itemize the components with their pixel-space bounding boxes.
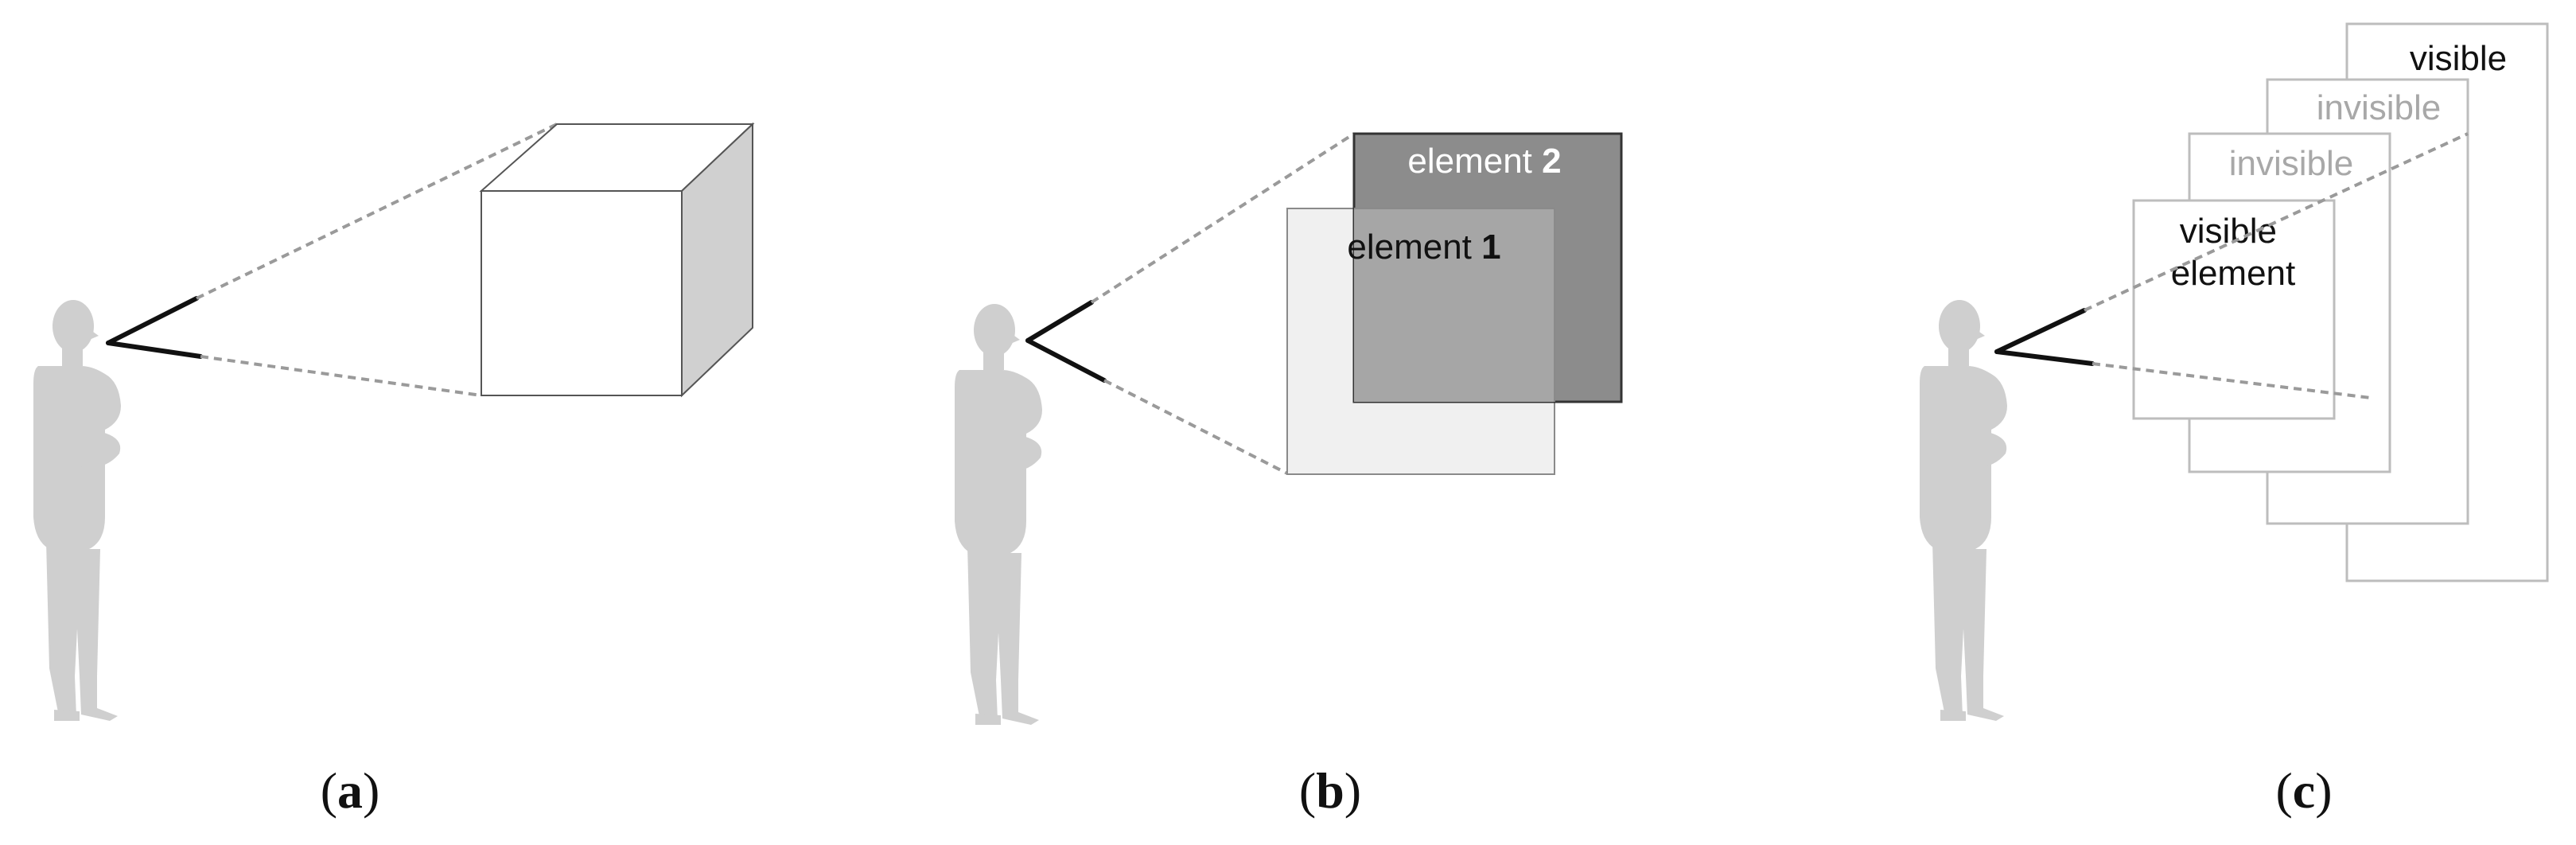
caption-c: (c) bbox=[2275, 762, 2332, 819]
overlap-region bbox=[1354, 208, 1555, 402]
layer-3-label: invisible bbox=[2317, 88, 2442, 127]
caption-b: (b) bbox=[1299, 762, 1361, 819]
layer-1-label: visible element bbox=[2171, 212, 2296, 293]
sight-line-upper bbox=[1025, 300, 1094, 343]
caption-a: (a) bbox=[321, 762, 380, 819]
sight-line-lower bbox=[106, 341, 203, 359]
person-silhouette-icon bbox=[1920, 300, 2007, 721]
dashed-line-lower bbox=[1103, 379, 1288, 475]
dashed-line-lower bbox=[200, 355, 482, 397]
dashed-line-lower bbox=[2092, 362, 2372, 399]
layer-4-label: visible bbox=[2410, 39, 2507, 78]
person-silhouette-icon bbox=[33, 300, 121, 721]
element-1-label: element 1 bbox=[1347, 228, 1500, 267]
panel-a: (a) bbox=[33, 122, 755, 819]
cube-icon bbox=[479, 122, 755, 398]
dashed-line-upper bbox=[1090, 132, 1356, 304]
sight-line-lower bbox=[1025, 338, 1107, 383]
dashed-line-upper bbox=[2084, 132, 2469, 312]
panel-c: visible invisible invisible visible elem… bbox=[1920, 22, 2549, 819]
cube-front-face bbox=[481, 190, 683, 396]
sight-line-upper bbox=[106, 296, 199, 345]
sight-line-lower bbox=[1994, 349, 2095, 366]
element-2-label: element 2 bbox=[1407, 142, 1561, 181]
panel-b: element 2 element 1 (b) bbox=[955, 132, 1623, 819]
sight-line-upper bbox=[1994, 308, 2087, 354]
layer-2-label: invisible bbox=[2229, 144, 2354, 183]
person-silhouette-icon bbox=[955, 304, 1042, 725]
